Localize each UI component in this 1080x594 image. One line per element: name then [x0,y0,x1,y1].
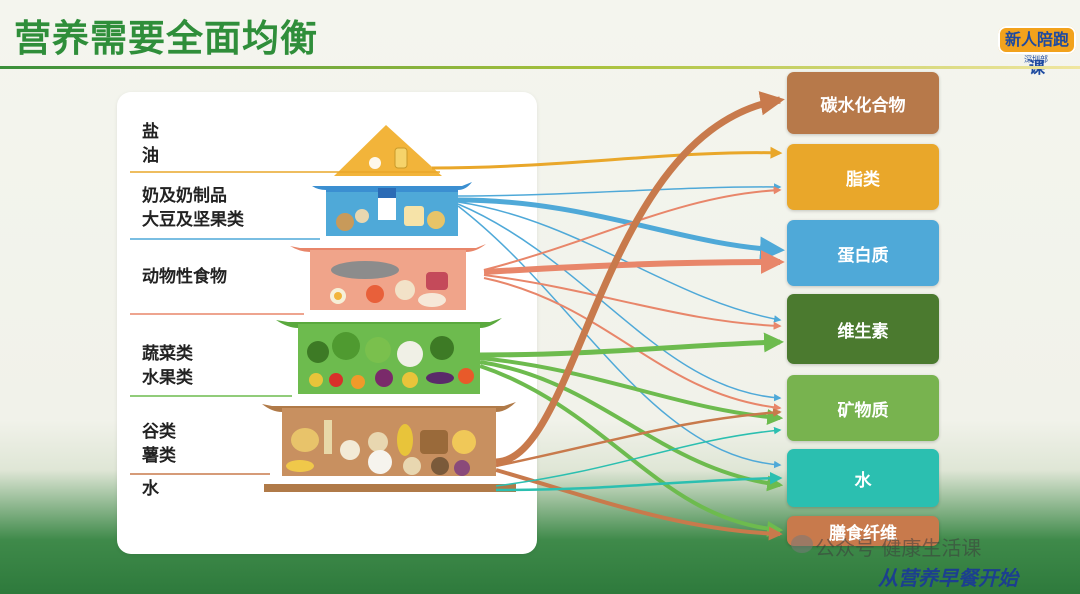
flow-arrows [431,91,785,541]
arrow-water-mineral [495,426,782,487]
title-divider [0,66,1080,69]
brand-logo: 新人陪跑课 深圳部 [994,14,1078,77]
nutrient-water: 水 [787,449,939,507]
arrow-animal-protein [483,250,785,275]
label-veg-fruit: 蔬菜类 水果类 [142,344,193,388]
label-animal: 动物性食物 [142,267,227,287]
arrow-veg-fiber [479,364,784,537]
tier-salt-oil [334,125,442,176]
arrow-dairy-fat [457,183,782,197]
arrow-dairy-mineral [457,203,782,402]
watermark-slogan: 从营养早餐开始 [878,566,1018,590]
nutrient-fat: 脂类 [787,144,939,210]
arrow-animal-vitamin [483,274,782,330]
arrow-veg-vitamin [479,332,784,358]
arrow-dairy-protein [457,197,785,262]
arrow-grain-mineral [495,408,782,468]
arrow-water-water [495,471,783,492]
pyramid [262,125,516,492]
logo-badge: 新人陪跑课 [998,26,1076,77]
watermark-account: 公众号 健康生活课 [815,536,982,560]
label-salt-oil: 盐 油 [142,122,159,166]
wechat-icon [791,535,813,553]
label-grain-tuber: 谷类 薯类 [142,422,176,466]
label-dairy-soy: 奶及奶制品 大豆及坚果类 [142,186,244,230]
logo-subtitle: 深圳部 [1024,55,1048,64]
arrow-grain-carb [495,91,785,466]
label-water: 水 [142,479,159,499]
arrow-veg-mineral [479,356,784,425]
nutrient-protein: 蛋白质 [787,220,939,286]
arrow-grain-fiber [495,468,783,541]
page-title: 营养需要全面均衡 [14,17,318,60]
arrow-oil-fat [431,146,783,170]
nutrient-mineral: 矿物质 [787,375,939,441]
arrow-dairy-water [457,205,782,469]
nutrient-vitamin: 维生素 [787,294,939,364]
nutrient-carb: 碳水化合物 [787,72,939,134]
arrow-dairy-vitamin [457,201,782,323]
header: 营养需要全面均衡 新人陪跑课 深圳部 [0,0,1080,77]
arrow-veg-water [479,360,784,492]
